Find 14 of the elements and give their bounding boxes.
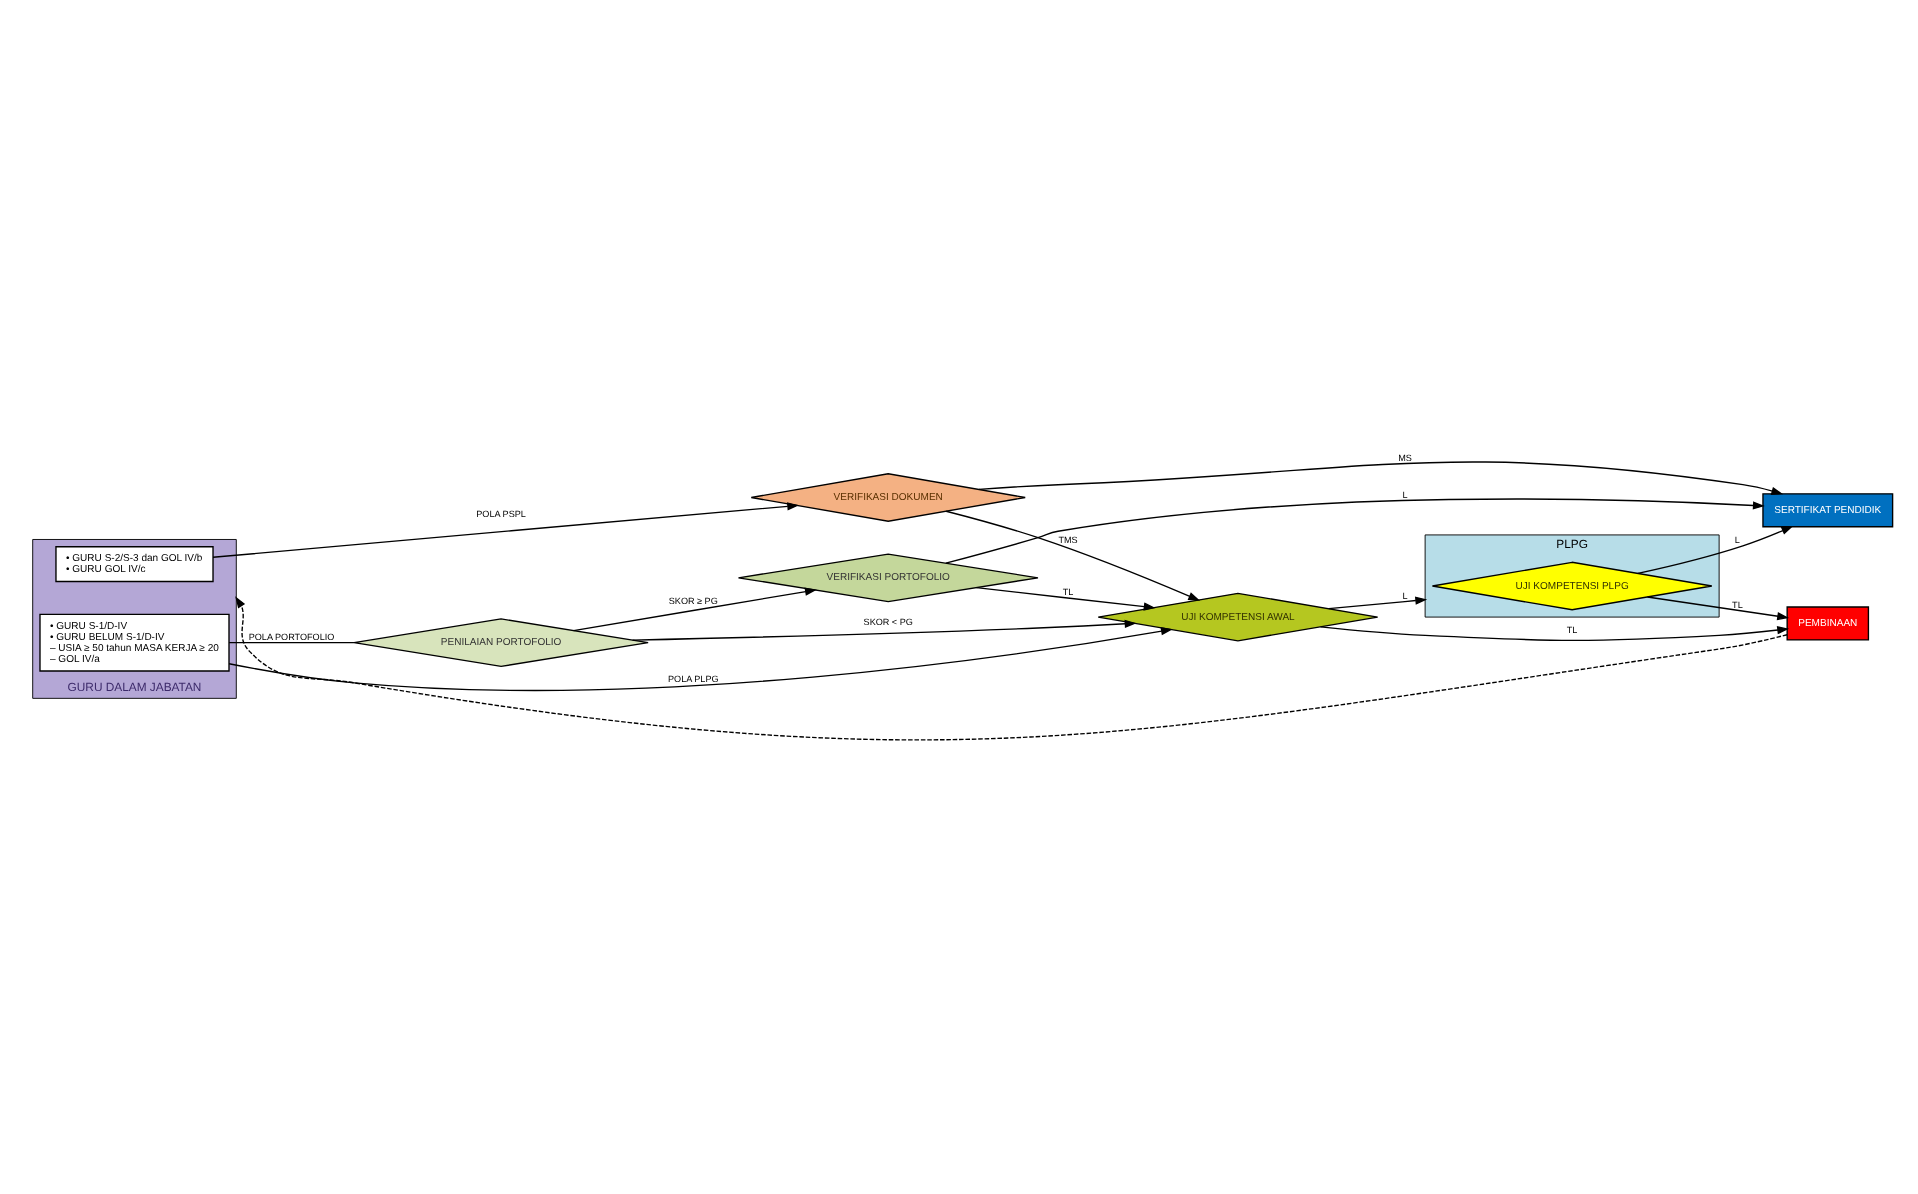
arrow: [945, 498, 1765, 564]
arrow: [235, 596, 1788, 741]
arrow: [1646, 596, 1790, 621]
connector: [228, 641, 355, 644]
arrow: [631, 619, 1137, 641]
arrow: [975, 587, 1156, 611]
arrow: [572, 587, 817, 632]
arrow: [945, 510, 1201, 601]
arrow: [212, 502, 800, 558]
arrow: [978, 461, 1784, 495]
arrow: [1319, 625, 1790, 642]
arrow: [1328, 596, 1428, 610]
arrow: [1637, 526, 1794, 575]
arrow: [228, 627, 1173, 691]
